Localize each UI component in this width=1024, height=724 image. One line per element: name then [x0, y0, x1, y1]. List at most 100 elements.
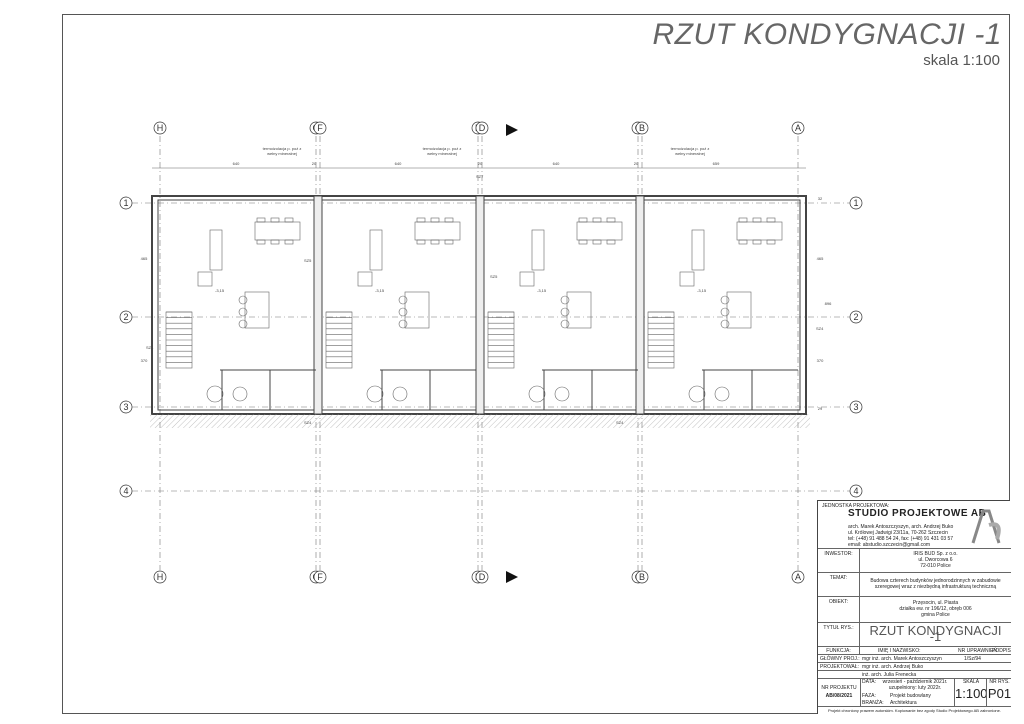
axis-label: D — [479, 572, 486, 582]
chair — [752, 217, 762, 223]
axis-bubble — [849, 484, 863, 498]
level-marker: -3,15 — [375, 288, 385, 293]
page-title: RZUT KONDYGNACJI -1 — [652, 18, 1002, 51]
chair — [766, 239, 776, 245]
sheet-number: P01 — [987, 686, 1012, 701]
investor-row: INWESTOR: IRIS BUD Sp. z o.o. ul. Dworco… — [818, 549, 1011, 573]
dimension: 640 — [395, 161, 402, 166]
dimension: 370 — [817, 358, 824, 363]
chair — [606, 239, 616, 245]
ab-studio-logo — [971, 509, 1001, 544]
axis-bubble — [791, 121, 805, 135]
axis-bubble — [635, 570, 649, 584]
function-label: FUNKCJA: — [818, 647, 860, 654]
project-number-cell: NR PROJEKTU AB/08/2021 — [818, 679, 861, 707]
party-wall — [313, 195, 323, 415]
chair — [444, 217, 454, 223]
pump-circle — [688, 385, 706, 403]
drawing-title-value: RZUT KONDYGNACJI -1 — [869, 623, 1002, 644]
axis-label: 4 — [123, 486, 128, 496]
section-marker: SZ4 — [304, 420, 312, 425]
dimension: 465 — [817, 256, 824, 261]
axis-label: 1 — [123, 198, 128, 208]
role-label: GŁÓWNY PROJ.: — [820, 656, 860, 662]
dimension: 20 — [478, 161, 483, 166]
chair — [578, 217, 588, 223]
table-round — [566, 291, 592, 329]
studio-name: STUDIO PROJEKTOWE AB — [848, 508, 987, 519]
axis-bubble — [475, 121, 489, 135]
axis-bubble — [313, 570, 327, 584]
section-arrow — [506, 124, 518, 136]
stool — [238, 307, 248, 317]
drawing-title-row: TYTUŁ RYS.: RZUT KONDYGNACJI -1 — [818, 623, 1011, 647]
pump-circle — [206, 385, 224, 403]
branch-label: BRANŻA: — [862, 700, 884, 706]
dining-table — [576, 221, 623, 241]
chair — [256, 217, 266, 223]
project-number: AB/08/2021 — [825, 693, 853, 699]
armchair — [679, 271, 695, 287]
title-block: JEDNOSTKA PROJEKTOWA: STUDIO PROJEKTOWE … — [817, 500, 1012, 714]
dimension: 640 — [233, 161, 240, 166]
axis-bubble — [119, 400, 133, 414]
axis-bubble — [119, 196, 133, 210]
insulation-note: termoizolacja p. poż z — [671, 146, 710, 151]
axis-label: 2 — [853, 312, 858, 322]
chair — [766, 217, 776, 223]
investor-value: IRIS BUD Sp. z o.o. ul. Dworcowa 6 72-01… — [913, 551, 958, 569]
stool — [238, 295, 248, 305]
stool — [398, 307, 408, 317]
sheet-label: NR RYS. — [989, 679, 1010, 685]
dimension: 20 — [634, 161, 639, 166]
designer-label: JEDNOSTKA PROJEKTOWA: — [822, 503, 890, 509]
axis-label: B — [639, 572, 645, 582]
stool — [720, 319, 730, 329]
branch-value: Architektura — [890, 700, 917, 706]
date-value: wrzesień - październik 2021r. uzupełnion… — [882, 679, 948, 691]
role-label: PROJEKTOWAŁ: — [820, 664, 859, 670]
dimension: 465 — [141, 256, 148, 261]
chair — [284, 239, 294, 245]
stool — [398, 319, 408, 329]
name-header: IMIĘ I NAZWISKO: — [878, 648, 921, 654]
section-marker: SZ5 — [304, 258, 312, 263]
chair — [416, 239, 426, 245]
designer-section: JEDNOSTKA PROJEKTOWA: STUDIO PROJEKTOWE … — [818, 501, 1011, 549]
dining-table — [414, 221, 461, 241]
axis-label: 4 — [853, 486, 858, 496]
axis-bubble — [849, 310, 863, 324]
sofa — [209, 229, 223, 271]
table-round — [404, 291, 430, 329]
axis-label: 3 — [123, 402, 128, 412]
armchair — [197, 271, 213, 287]
axis-label: 1 — [853, 198, 858, 208]
axis-label: F — [317, 123, 323, 133]
studio-email: email: abstudio.szczecin@gmail.com — [848, 542, 931, 548]
insulation-note: wełny mineralnej — [267, 151, 297, 156]
chair — [738, 217, 748, 223]
axis-label: 3 — [853, 402, 858, 412]
axis-label: B — [639, 123, 645, 133]
boiler-circle — [714, 386, 730, 402]
armchair — [357, 271, 373, 287]
axis-bubble — [849, 400, 863, 414]
boiler-circle — [554, 386, 570, 402]
chair — [270, 217, 280, 223]
chair — [256, 239, 266, 245]
chair — [606, 217, 616, 223]
drawing-title-label: TYTUŁ RYS.: — [818, 623, 860, 646]
axis-bubble — [849, 196, 863, 210]
dimension: 896 — [825, 301, 832, 306]
insulation-note: wełny mineralnej — [675, 151, 705, 156]
section-arrow — [506, 571, 518, 583]
sofa — [691, 229, 705, 271]
role-row-2: PROJEKTOWAŁ: mgr inż. arch. Andrzej Buko — [818, 663, 1011, 671]
axis-bubble — [119, 484, 133, 498]
ground-hatch — [150, 414, 810, 428]
sofa — [369, 229, 383, 271]
license-header: NR UPRAWNIEŃ — [958, 648, 997, 654]
axis-label: A — [795, 572, 801, 582]
level-marker: -3,15 — [215, 288, 225, 293]
section-marker: SZ4 — [816, 326, 824, 331]
